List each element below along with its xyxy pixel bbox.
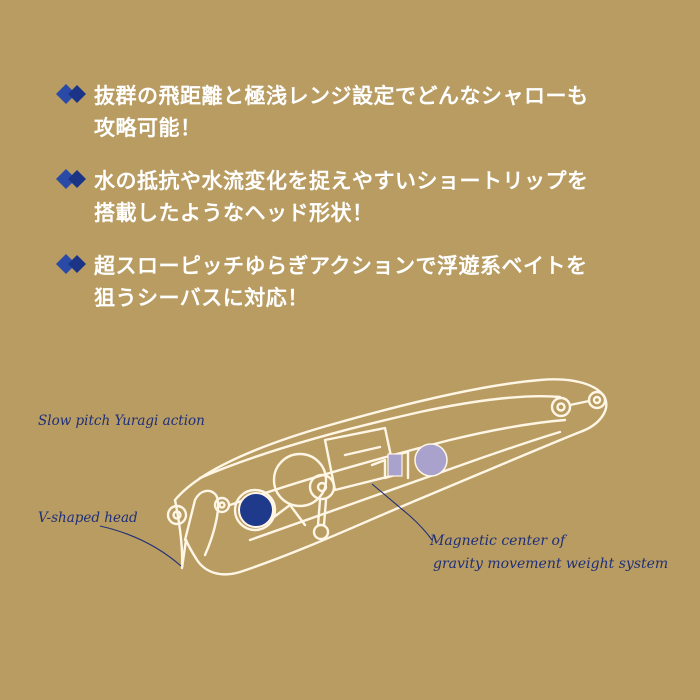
feature-item-1: 抜群の飛距離と極浅レンジ設定でどんなシャローも 攻略可能！ (54, 80, 674, 144)
annotation-magnetic-line2: gravity movement weight system (433, 556, 669, 572)
feature-text-line: 狙うシーバスに対応！ (94, 286, 309, 310)
navy-weight-ball (238, 492, 274, 528)
tail-ring (550, 396, 572, 418)
feature-text-line: 抜群の飛距離と極浅レンジ設定でどんなシャローも (94, 84, 589, 108)
lure-dorsal-line (198, 394, 562, 480)
lure-body-outline (173, 378, 608, 576)
lavender-weight-ball (414, 443, 448, 477)
feature-item-2: 水の抵抗や水流変化を捉えやすいショートリップを 搭載したようなヘッド形状！ (54, 165, 674, 229)
feature-text-line: 水の抵抗や水流変化を捉えやすいショートリップを (94, 169, 589, 193)
feature-text-line: 搭載したようなヘッド形状！ (94, 201, 374, 225)
leader-line-magnetic (371, 483, 433, 541)
diamond-bullet-icon (56, 254, 86, 274)
diamond-bullet-icon (56, 169, 86, 189)
lavender-magnet (387, 453, 403, 477)
lure-side-line (248, 430, 562, 542)
feature-text-line: 攻略可能！ (94, 116, 202, 140)
annotation-v-head: V-shaped head (38, 510, 138, 526)
leader-line-v-head (99, 525, 182, 567)
hook-hanger-ring (308, 473, 336, 501)
annotation-slow-pitch: Slow pitch Yuragi action (38, 413, 205, 429)
line-tie-ring (166, 504, 188, 526)
feature-item-3: 超スローピッチゆらぎアクションで浮遊系ベイトを 狙うシーバスに対応！ (54, 250, 674, 314)
feature-text-line: 超スローピッチゆらぎアクションで浮遊系ベイトを (94, 254, 588, 278)
feature-list: 抜群の飛距離と極浅レンジ設定でどんなシャローも 攻略可能！ 水の抵抗や水流変化を… (54, 80, 674, 335)
diamond-bullet-icon (56, 84, 86, 104)
v-shaped-lip (173, 498, 188, 570)
annotation-magnetic-line1: Magnetic center of (430, 533, 566, 549)
